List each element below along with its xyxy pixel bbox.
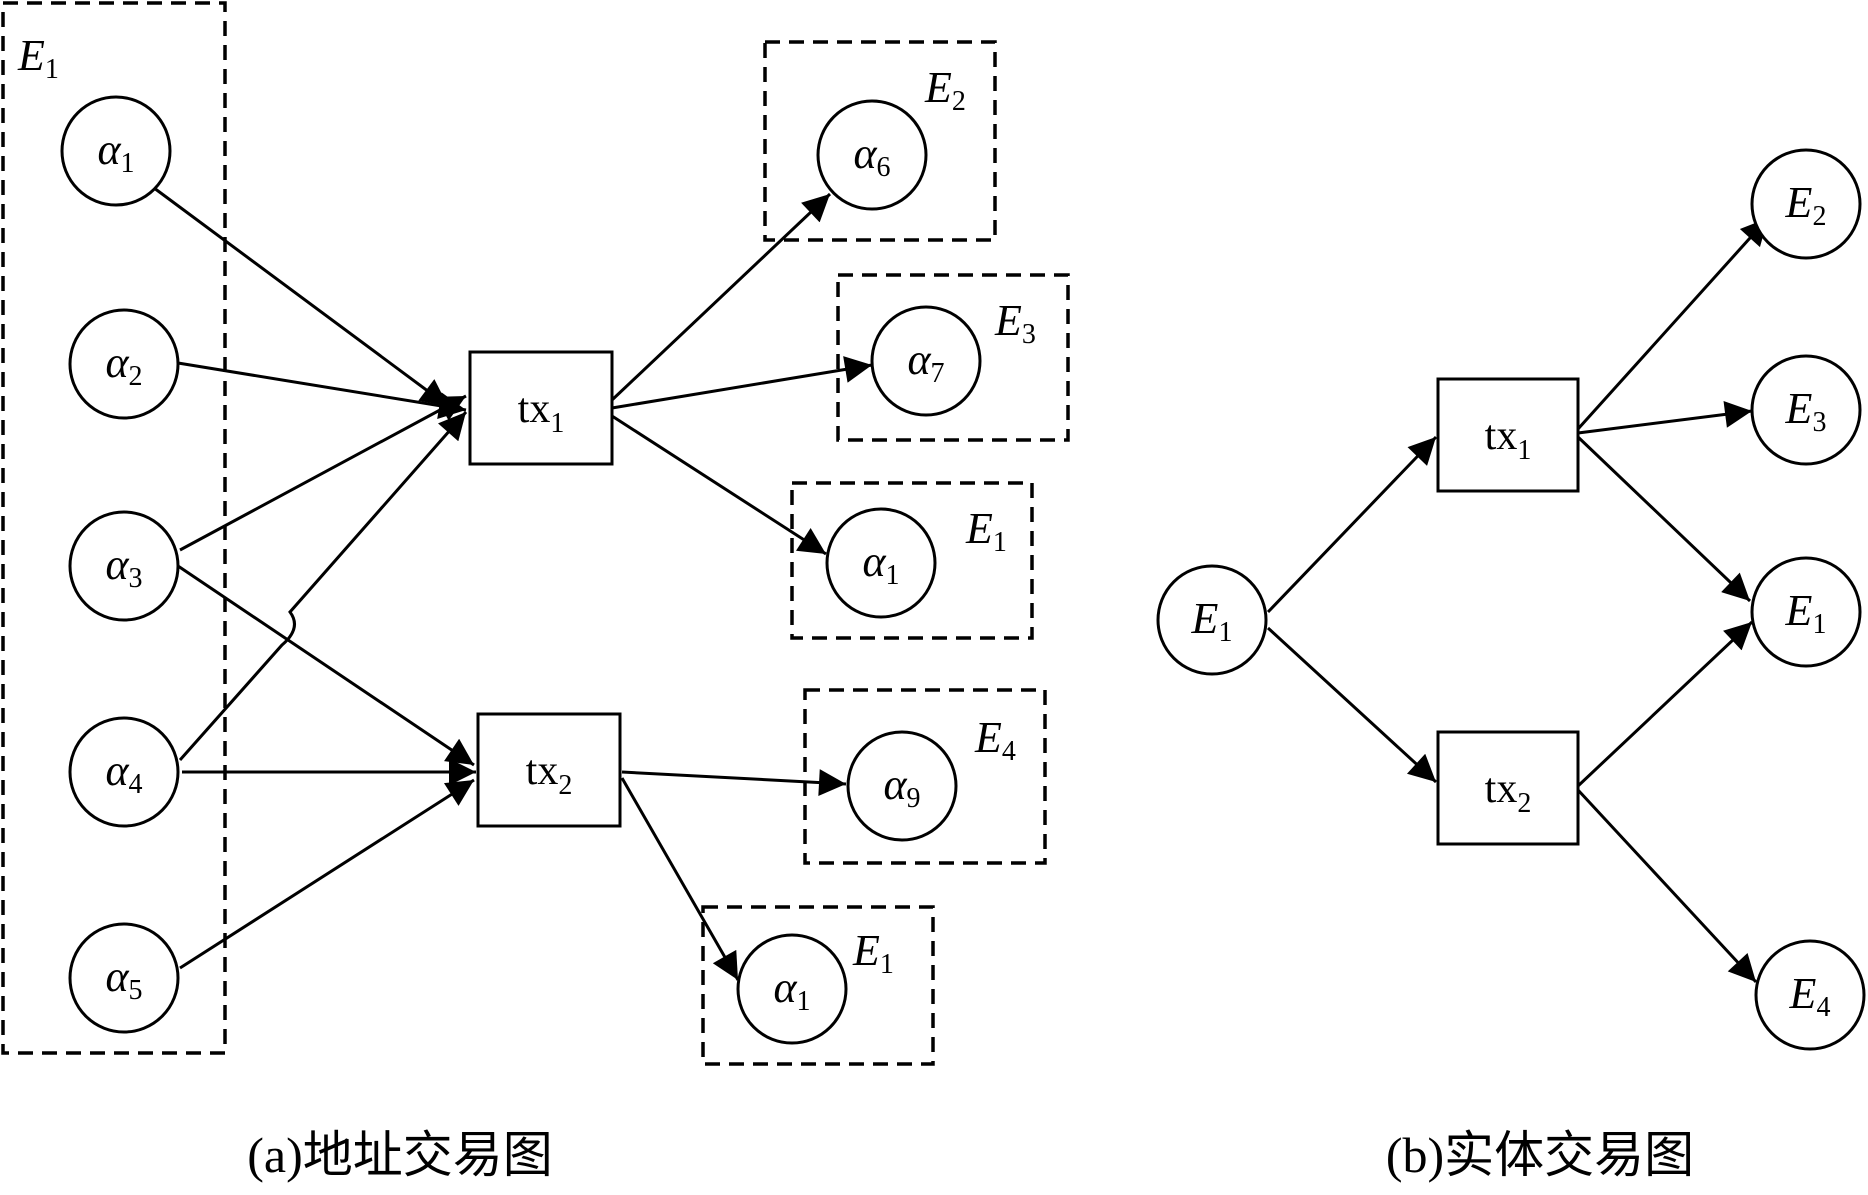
entity-tx2-box (1436, 730, 1580, 846)
edge-tx2-to-e1 (1576, 620, 1754, 788)
entity-e2 (1750, 148, 1862, 260)
caption-address-graph: (a)地址交易图 (247, 1127, 553, 1183)
entity-tx1-label: tx1 (1485, 413, 1532, 466)
entity-e1-source-label: E1 (1191, 594, 1233, 648)
address-a7 (870, 305, 982, 417)
tx1-box (468, 350, 614, 466)
address-transaction-graph: E1 E2 E3 E1 E4 E1 tx1 tx2 α1 α2 (1, 1, 1070, 1183)
address-a9 (846, 730, 958, 842)
address-a1-change-tx2 (736, 933, 848, 1045)
address-a1 (60, 95, 172, 207)
address-a5-label: α5 (105, 952, 142, 1006)
address-a3-label: α3 (105, 540, 142, 594)
edge-tx1-to-a6 (610, 192, 832, 402)
edge-a4-to-tx1 (178, 411, 468, 761)
address-a1-change-tx1 (825, 507, 937, 619)
entity-transaction-graph: tx1 tx2 E1 E2 E3 E1 E4 (b)实体交易图 (1156, 148, 1866, 1183)
edge-a2-to-tx1 (177, 361, 467, 419)
entity-e2-label: E2 (1785, 178, 1827, 232)
entity-tx2-label: tx2 (1485, 766, 1532, 819)
address-a9-label: α9 (883, 760, 920, 814)
entity-group-e1-change-tx2-label: E1 (852, 926, 894, 980)
entity-e4 (1754, 939, 1866, 1051)
entity-group-e2 (763, 40, 997, 242)
tx1-label: tx1 (518, 386, 565, 439)
address-a2 (68, 308, 180, 420)
edge-tx1-to-e1 (1576, 435, 1752, 603)
address-a3 (68, 510, 180, 622)
entity-group-e1-change-tx1 (790, 481, 1034, 640)
entity-e4-label: E4 (1789, 969, 1831, 1023)
address-a4-label: α4 (105, 746, 142, 800)
entity-group-e3 (836, 273, 1070, 442)
edge-tx1-to-a1b (611, 414, 827, 556)
tx2-label: tx2 (526, 748, 573, 801)
address-a2-label: α2 (105, 338, 142, 392)
entity-e1-source (1156, 564, 1268, 676)
address-a1-change-tx2-label: α1 (773, 963, 810, 1017)
tx2-box (476, 712, 622, 828)
entity-group-e4 (803, 688, 1047, 865)
entity-group-e2-label: E2 (924, 63, 966, 117)
entity-e3-label: E3 (1785, 384, 1827, 438)
address-a6-label: α6 (853, 129, 890, 183)
edge-e1-to-tx2 (1266, 626, 1438, 784)
edge-a1-to-tx1 (149, 183, 449, 408)
entity-group-e4-label: E4 (974, 713, 1016, 767)
edge-tx1-to-e3 (1577, 400, 1753, 435)
entity-group-e3-label: E3 (994, 296, 1036, 350)
edge-e1-to-tx1 (1266, 435, 1438, 614)
edge-tx2-to-a1c (620, 777, 740, 981)
entity-tx1-box (1436, 377, 1580, 493)
address-a1-change-tx1-label: α1 (862, 537, 899, 591)
edge-tx1-to-e2 (1576, 216, 1770, 431)
edge-tx2-to-e4 (1576, 788, 1758, 984)
address-a6 (816, 99, 928, 211)
address-a4 (68, 716, 180, 828)
edge-a5-to-tx2 (179, 778, 475, 970)
address-a7-label: α7 (907, 335, 944, 389)
edge-tx1-to-a7 (611, 356, 873, 410)
edge-tx2-to-a9 (621, 769, 847, 797)
edge-a3-to-tx2 (177, 564, 475, 767)
entity-e1-receiver (1750, 556, 1862, 668)
entity-e3 (1750, 354, 1862, 466)
entity-group-e1-inputs (1, 1, 227, 1055)
entity-e1-receiver-label: E1 (1785, 586, 1827, 640)
edge-a3-to-tx1 (179, 394, 467, 552)
entity-group-e1-inputs-label: E1 (17, 31, 59, 85)
entity-group-e1-change-tx1-label: E1 (965, 504, 1007, 558)
address-a1-label: α1 (97, 125, 134, 179)
address-a5 (68, 922, 180, 1034)
caption-entity-graph: (b)实体交易图 (1386, 1127, 1694, 1183)
